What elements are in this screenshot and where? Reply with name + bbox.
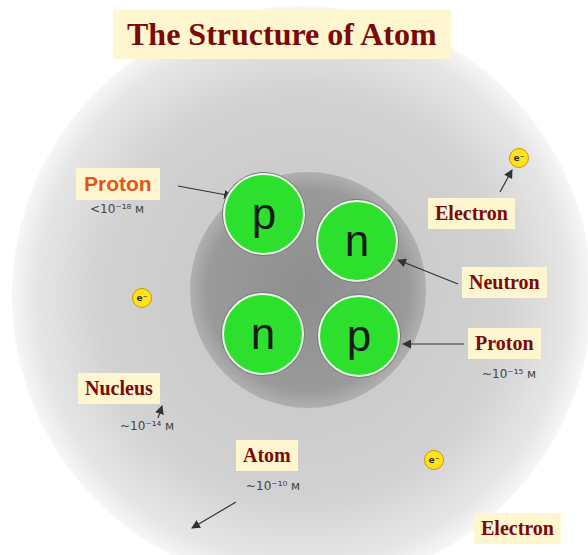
part-label: Nucleus: [78, 373, 160, 404]
part-label: Electron: [474, 513, 561, 544]
nucleus-disc: [190, 172, 426, 408]
leader-line: [158, 406, 162, 418]
leader-line: [398, 260, 458, 284]
electron-symbol: e⁻: [137, 294, 148, 303]
dimension: ~10⁻¹⁰ м: [244, 480, 302, 494]
particle-letter: n: [345, 219, 369, 263]
particle-letter: p: [347, 314, 371, 358]
nucleon-circle: p: [318, 295, 400, 377]
particle-letter: n: [251, 312, 275, 356]
leader-line: [178, 186, 232, 196]
electron-dot: e⁻: [132, 288, 152, 308]
part-label: Neutron: [462, 267, 547, 298]
part-label: Proton: [76, 168, 160, 200]
dimension: <10⁻¹⁸ м: [88, 203, 146, 217]
electron-dot: e⁻: [509, 148, 529, 168]
dimension: ~10⁻¹⁴ м: [118, 420, 176, 434]
nucleon-circle: n: [222, 293, 304, 375]
electron-symbol: e⁻: [514, 154, 525, 163]
electron-symbol: e⁻: [429, 456, 440, 465]
atom-disc: [12, 6, 588, 555]
dimension: ~10⁻¹⁵ м: [480, 368, 538, 382]
title: The Structure of Atom: [113, 10, 451, 59]
electron-dot: e⁻: [424, 450, 444, 470]
leader-line: [192, 502, 236, 528]
part-label: Electron: [428, 198, 515, 229]
leader-line: [500, 170, 512, 192]
particle-letter: p: [252, 192, 276, 236]
part-label: Proton: [468, 328, 541, 359]
part-label: Atom: [236, 440, 298, 471]
leader-line: [403, 343, 464, 344]
nucleon-circle: n: [316, 200, 398, 282]
nucleon-circle: p: [223, 173, 305, 255]
